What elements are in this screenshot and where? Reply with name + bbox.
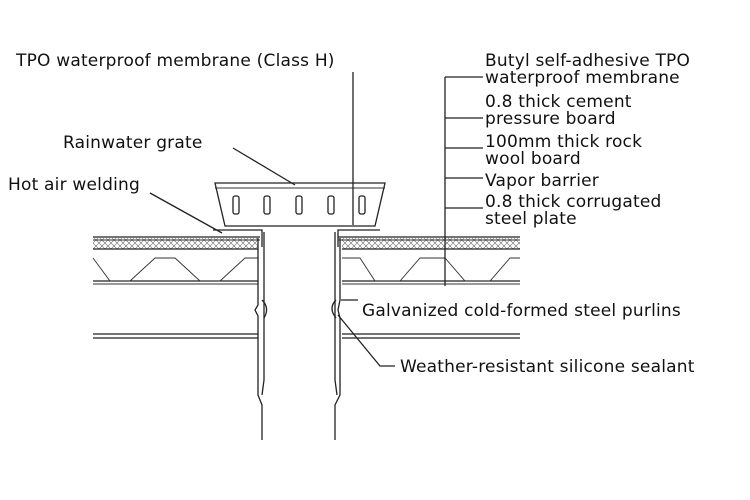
left-roof-assembly <box>92 236 260 339</box>
right-drain-wall <box>331 229 380 440</box>
grate-slot <box>263 195 271 215</box>
right-cement-board-layer <box>342 238 520 249</box>
left-corrugated-steel <box>92 257 258 282</box>
sealant-label: Weather-resistant silicone sealant <box>400 357 695 377</box>
labels: TPO waterproof membrane (Class H) Rainwa… <box>8 51 695 377</box>
rainwater-grate <box>214 182 386 227</box>
rainwater-grate-leader <box>232 147 296 186</box>
steel-plate-label-2: steel plate <box>485 209 577 229</box>
grate-slot <box>327 195 335 215</box>
grate-slot <box>232 195 240 215</box>
rockwool-label-1: 100mm thick rock <box>485 132 642 152</box>
right-inner-wall <box>334 238 341 440</box>
cement-board-label-2: pressure board <box>485 109 616 129</box>
rockwool-label-2: wool board <box>485 149 581 169</box>
rainwater-grate-label: Rainwater grate <box>63 133 203 153</box>
grate-slot <box>295 195 303 215</box>
grate-slot <box>358 195 366 215</box>
leader-lines <box>149 72 483 367</box>
butyl-membrane-label-1: Butyl self-adhesive TPO <box>485 51 690 71</box>
left-inner-wall <box>254 238 263 440</box>
butyl-membrane-label-2: waterproof membrane <box>485 68 680 88</box>
tpo-membrane-label: TPO waterproof membrane (Class H) <box>15 51 335 71</box>
left-tpo-flashing <box>213 229 263 247</box>
sealant-leader <box>337 314 395 367</box>
right-sealant-bead <box>331 299 337 319</box>
purlins-label: Galvanized cold-formed steel purlins <box>362 301 681 321</box>
left-drain-wall <box>213 229 268 440</box>
right-corrugated-steel <box>342 257 520 282</box>
vapor-barrier-label: Vapor barrier <box>485 171 599 191</box>
hot-air-welding-label: Hot air welding <box>8 175 140 195</box>
grate-body <box>214 182 386 227</box>
cement-board-label-1: 0.8 thick cement <box>485 92 632 112</box>
right-tpo-flashing <box>337 229 380 247</box>
left-sealant-bead <box>261 299 268 319</box>
steel-plate-label-1: 0.8 thick corrugated <box>485 192 662 212</box>
right-outer-wall <box>334 232 338 396</box>
right-roof-assembly <box>338 236 520 339</box>
left-cement-board-layer <box>93 238 258 249</box>
left-outer-wall <box>261 232 265 396</box>
hot-air-welding-leader <box>149 192 223 234</box>
